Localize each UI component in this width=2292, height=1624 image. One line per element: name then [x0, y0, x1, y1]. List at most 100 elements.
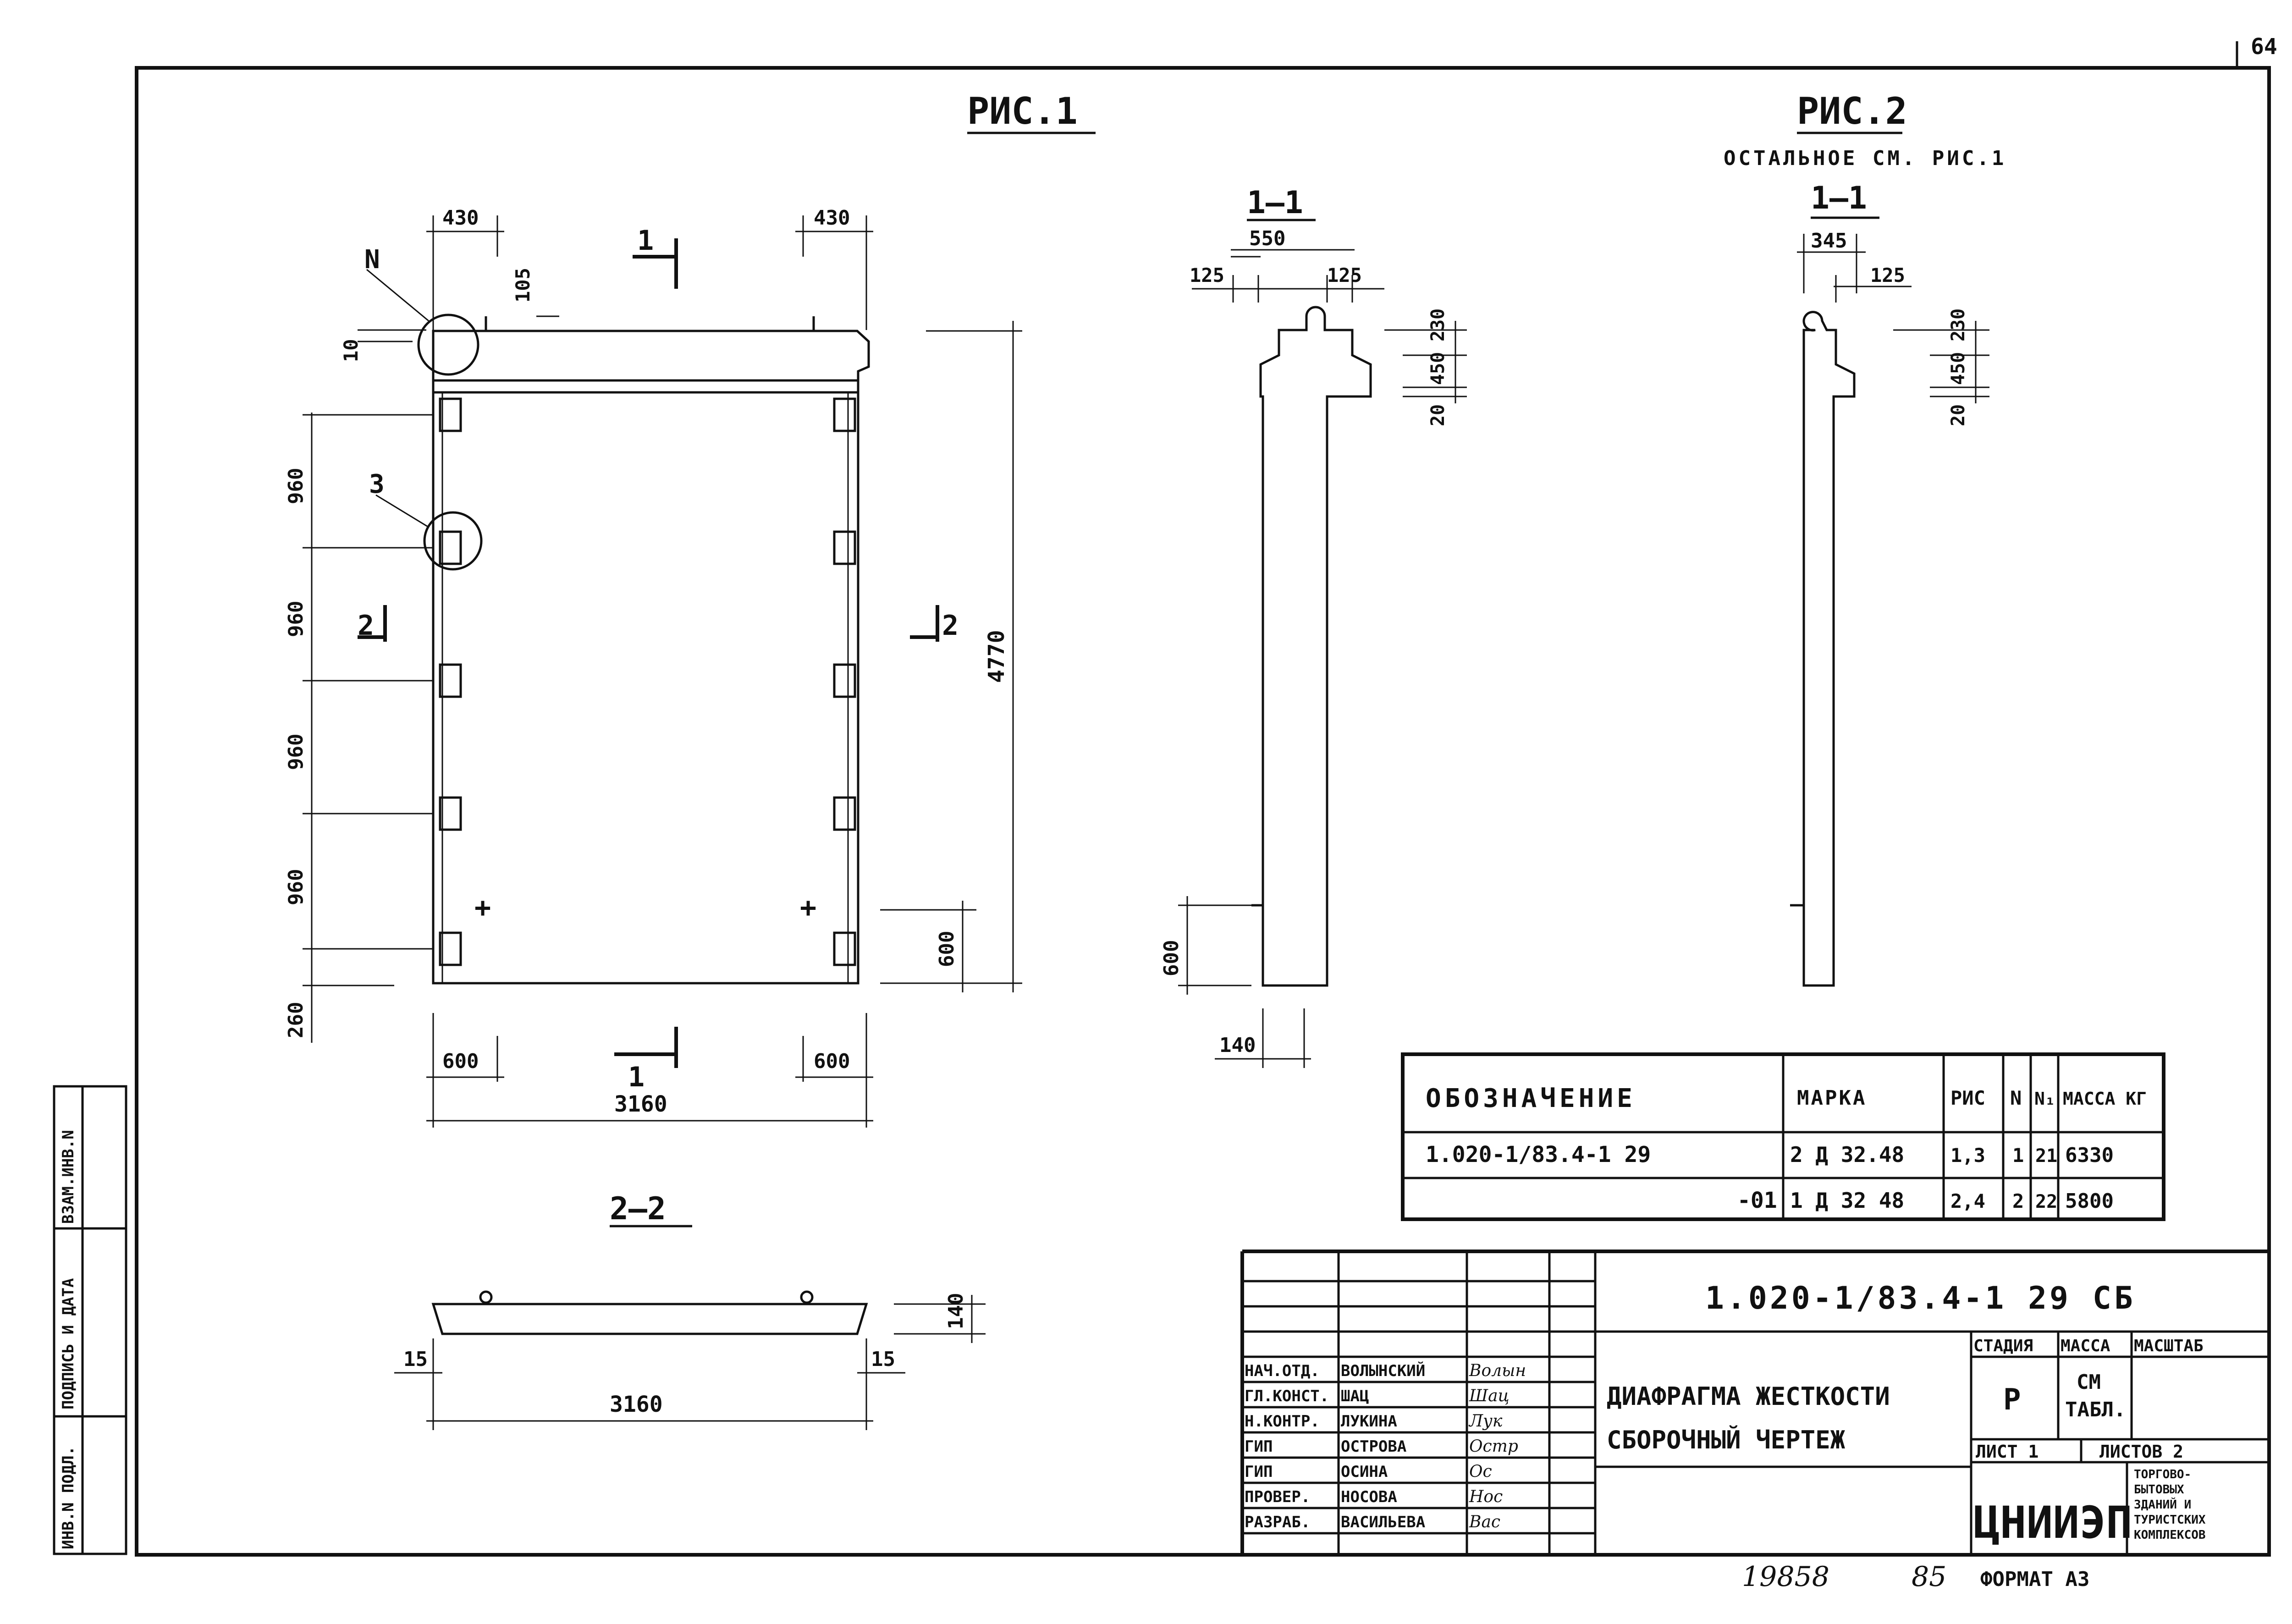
page-number: 64	[2251, 34, 2277, 60]
role-4: ГИП	[1245, 1437, 1273, 1456]
dim-15-left: 15	[403, 1348, 428, 1371]
name-7: ВАСИЛЬЕВА	[1341, 1513, 1425, 1531]
spec-row2-massa: 5800	[2065, 1189, 2114, 1213]
dim-bottom-left-600: 600	[442, 1050, 479, 1073]
sheets-total: ЛИСТОВ 2	[2099, 1442, 2183, 1462]
dim-125-fig2: 125	[1870, 264, 1905, 286]
title-name-line1: ДИАФРАГМА ЖЕСТКОСТИ	[1607, 1382, 1890, 1411]
fig1: РИС.1 + + N	[284, 90, 1096, 1128]
org-desc-1: ТОРГОВО-	[2134, 1468, 2191, 1481]
role-3: Н.КОНТР.	[1245, 1412, 1320, 1431]
dim-960-4: 960	[284, 869, 308, 905]
name-6: НОСОВА	[1341, 1488, 1397, 1506]
name-1: ВОЛЫНСКИЙ	[1341, 1361, 1425, 1380]
sign-2: Шац	[1469, 1387, 1510, 1405]
stage-label: СТАДИЯ	[1973, 1337, 2033, 1355]
fig1-title: РИС.1	[967, 90, 1078, 132]
role-7: РАЗРАБ.	[1245, 1513, 1310, 1531]
spec-row2-code: -01	[1737, 1188, 1777, 1213]
dim-600-sec11: 600	[1160, 940, 1183, 976]
org-desc-5: КОМПЛЕКСОВ	[2134, 1528, 2206, 1542]
role-6: ПРОВЕР.	[1245, 1488, 1310, 1506]
name-2: ШАЦ	[1341, 1387, 1369, 1405]
stamp-vzam: ВЗАМ.ИНВ.N	[59, 1130, 77, 1224]
svg-text:+: +	[474, 892, 491, 924]
callout-n: N	[364, 245, 380, 275]
dim-450-fig2: 450	[1948, 352, 1969, 385]
section-right-label: 2	[942, 610, 959, 642]
role-1: НАЧ.ОТД.	[1245, 1362, 1320, 1380]
section-bottom-label: 1	[628, 1061, 645, 1093]
org-desc-3: ЗДАНИЙ И	[2134, 1497, 2191, 1512]
section-1-1: 1—1 550 125 125 230 450 20 600 140	[1160, 185, 1467, 1068]
callout-3-circle	[423, 511, 483, 571]
spec-row1-n1: 21	[2035, 1145, 2057, 1167]
panel-outline	[432, 330, 870, 985]
stamp-podpis: ПОДПИСЬ И ДАТА	[59, 1278, 77, 1409]
fig2-subtitle: ОСТАЛЬНОЕ СМ. РИС.1	[1724, 147, 2006, 170]
stage-value: Р	[2003, 1383, 2021, 1417]
sec22-profile	[431, 1303, 868, 1335]
role-5: ГИП	[1245, 1463, 1273, 1481]
org-logo: ЦНИИЭП	[1973, 1497, 2132, 1548]
dim-260: 260	[284, 1002, 308, 1038]
section-left-label: 2	[358, 610, 374, 642]
dim-230: 230	[1427, 308, 1449, 341]
sign-1: Волын	[1469, 1361, 1526, 1380]
sheet-frame	[135, 66, 2271, 1557]
sign-7: Вас	[1469, 1513, 1500, 1531]
callout-3: 3	[369, 469, 385, 499]
callout-n-circle	[417, 314, 479, 376]
spec-header-massa: МАССА КГ	[2063, 1089, 2147, 1109]
dim-230-fig2: 230	[1948, 308, 1969, 341]
section-mark-top	[633, 238, 678, 289]
spec-header-ris: РИС	[1950, 1087, 1985, 1109]
fig2-profile	[1802, 311, 1856, 987]
title-name-line2: СБОРОЧНЫЙ ЧЕРТЕЖ	[1607, 1426, 1846, 1454]
sign-3: Лук	[1468, 1412, 1503, 1431]
doc-code: 1.020-1/83.4-1 29 СБ	[1705, 1280, 2136, 1316]
spec-table: ОБОЗНАЧЕНИЕ МАРКА РИС N N₁ МАССА КГ 1.02…	[1401, 1052, 2165, 1221]
dim-20: 20	[1427, 404, 1449, 426]
embeds-left	[439, 397, 462, 966]
side-stamp: ИНВ.N ПОДЛ. ПОДПИСЬ И ДАТА ВЗАМ.ИНВ.N	[53, 1085, 127, 1555]
dim-3160: 3160	[614, 1091, 667, 1117]
dim-bottom-right-600: 600	[814, 1050, 850, 1073]
stamp-inv-podl: ИНВ.N ПОДЛ.	[59, 1446, 77, 1549]
dim-960-3: 960	[284, 734, 308, 770]
dim-10: 10	[340, 339, 362, 362]
fig2: РИС.2 ОСТАЛЬНОЕ СМ. РИС.1 1—1 345 125 23…	[1724, 90, 2006, 987]
dim-450: 450	[1427, 352, 1449, 385]
section-2-2: 2—2 140 15 15 3160	[394, 1191, 986, 1430]
dim-4770: 4770	[984, 630, 1009, 683]
sign-5: Ос	[1469, 1462, 1492, 1481]
sheet-number: ЛИСТ 1	[1976, 1442, 2039, 1462]
dim-top-left-430: 430	[442, 206, 479, 230]
sec11-profile	[1259, 306, 1372, 987]
section-mark-right	[910, 605, 939, 642]
section-mark-bottom	[614, 1027, 678, 1068]
sign-4: Остр	[1469, 1437, 1518, 1456]
dim-125-left: 125	[1190, 264, 1224, 286]
spec-row2-marka: 1 Д 32 48	[1790, 1188, 1904, 1213]
role-2: ГЛ.КОНСТ.	[1245, 1387, 1329, 1405]
sign-6: Нос	[1469, 1487, 1503, 1506]
spec-row1-marka: 2 Д 32.48	[1790, 1142, 1904, 1167]
footer-num1: 19858	[1742, 1561, 1829, 1593]
spec-header-oboznachenie: ОБОЗНАЧЕНИЕ	[1426, 1084, 1636, 1113]
dim-960-2: 960	[284, 601, 308, 637]
section-mark-left	[358, 605, 387, 642]
footer-format: ФОРМАТ А3	[1980, 1568, 2089, 1591]
title-block: НАЧ.ОТД. ВОЛЫНСКИЙ Волын ГЛ.КОНСТ. ШАЦ Ш…	[1240, 1250, 2269, 1555]
section-top-label: 1	[637, 225, 654, 257]
dim-550: 550	[1249, 227, 1285, 250]
dim-105: 105	[512, 268, 534, 303]
dim-140-sec22: 140	[944, 1293, 968, 1329]
spec-row1-n: 1	[2012, 1144, 2024, 1167]
svg-text:+: +	[800, 892, 816, 924]
spec-header-n: N	[2010, 1087, 2022, 1109]
dim-600-right: 600	[935, 931, 959, 967]
spec-row2-n: 2	[2012, 1190, 2024, 1212]
mass-label: МАССА	[2061, 1337, 2110, 1355]
